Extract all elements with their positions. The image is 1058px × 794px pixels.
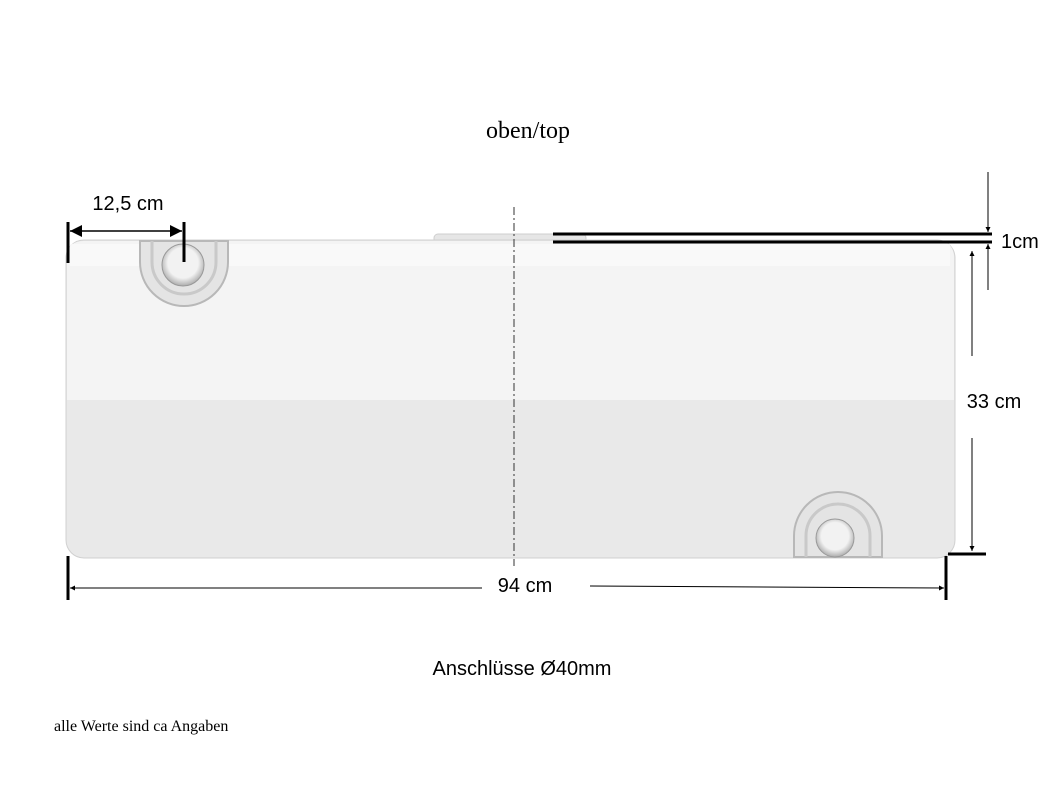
connections-note: Anschlüsse Ø40mm xyxy=(433,658,612,680)
disclaimer: alle Werte sind ca Angaben xyxy=(54,718,228,735)
dimension-length: 94 cm xyxy=(66,556,948,600)
dimension-cap-height: 1cm xyxy=(553,172,1039,290)
dimension-cap-height-label: 1cm xyxy=(1001,231,1039,253)
view-label: oben/top xyxy=(486,118,570,144)
connection-fitting-bottom-right xyxy=(793,491,883,558)
dimension-height-label: 33 cm xyxy=(967,391,1021,413)
tank-body xyxy=(65,239,956,559)
dimension-offset: 12,5 cm xyxy=(66,193,186,263)
connection-fitting-top-left xyxy=(139,240,229,307)
dimension-length-label: 94 cm xyxy=(498,575,552,597)
dimension-offset-label: 12,5 cm xyxy=(92,193,163,215)
dimension-height: 33 cm xyxy=(948,251,1021,556)
